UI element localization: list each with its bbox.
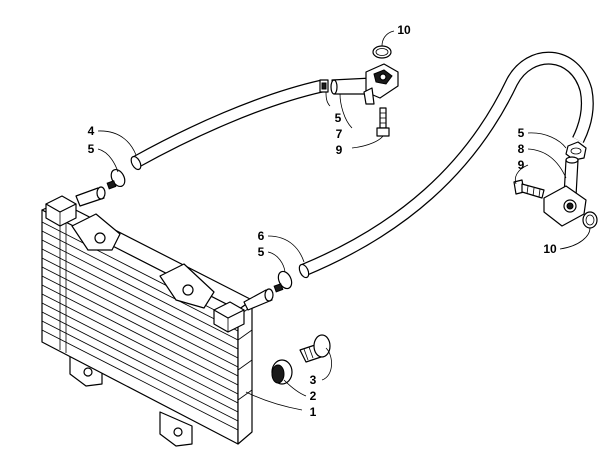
hose-4: [130, 79, 324, 171]
clamp-upper-left: [106, 168, 126, 190]
cooler-bracket-left: [71, 213, 121, 251]
bolt-right: [513, 179, 545, 199]
clamp-top: [319, 79, 329, 93]
callout-9-right: 9: [518, 158, 525, 172]
callout-2: 2: [310, 389, 317, 403]
rubber-plug-2: [271, 359, 293, 385]
callout-7: 7: [336, 127, 343, 141]
clamp-right: [565, 141, 587, 161]
mount-hole: [94, 232, 106, 244]
o-ring-right: [582, 211, 598, 229]
callout-5-top: 5: [335, 111, 342, 125]
drain-screw-3: [299, 334, 331, 363]
mount-hole: [173, 427, 183, 437]
callout-10-top: 10: [397, 23, 411, 37]
mount-hole: [182, 284, 194, 296]
callouts: 10 5 7 9 4 5 5 8 9 6 5 10 3 2 1: [88, 23, 557, 419]
callout-10-right: 10: [543, 242, 557, 256]
oil-cooler: [41, 195, 253, 447]
bolt-top: [376, 107, 390, 137]
elbow-fitting-7: [330, 63, 399, 105]
callout-1: 1: [310, 405, 317, 419]
cooler-fitting-right: [243, 288, 274, 311]
elbow-fitting-8: [543, 156, 587, 227]
hose-6: [298, 51, 594, 279]
cooler-fins: [41, 219, 253, 431]
clamp-mid: [273, 270, 293, 293]
mount-hole: [83, 367, 93, 377]
callout-6: 6: [258, 229, 265, 243]
callout-5-mid: 5: [258, 245, 265, 259]
callout-9-top: 9: [336, 143, 343, 157]
callout-5-right: 5: [518, 126, 525, 140]
cooler-fitting-left: [75, 186, 106, 207]
callout-3: 3: [310, 373, 317, 387]
callout-5-left: 5: [88, 142, 95, 156]
leader-lines: [97, 30, 591, 411]
callout-4: 4: [88, 124, 95, 138]
callout-8: 8: [518, 142, 525, 156]
